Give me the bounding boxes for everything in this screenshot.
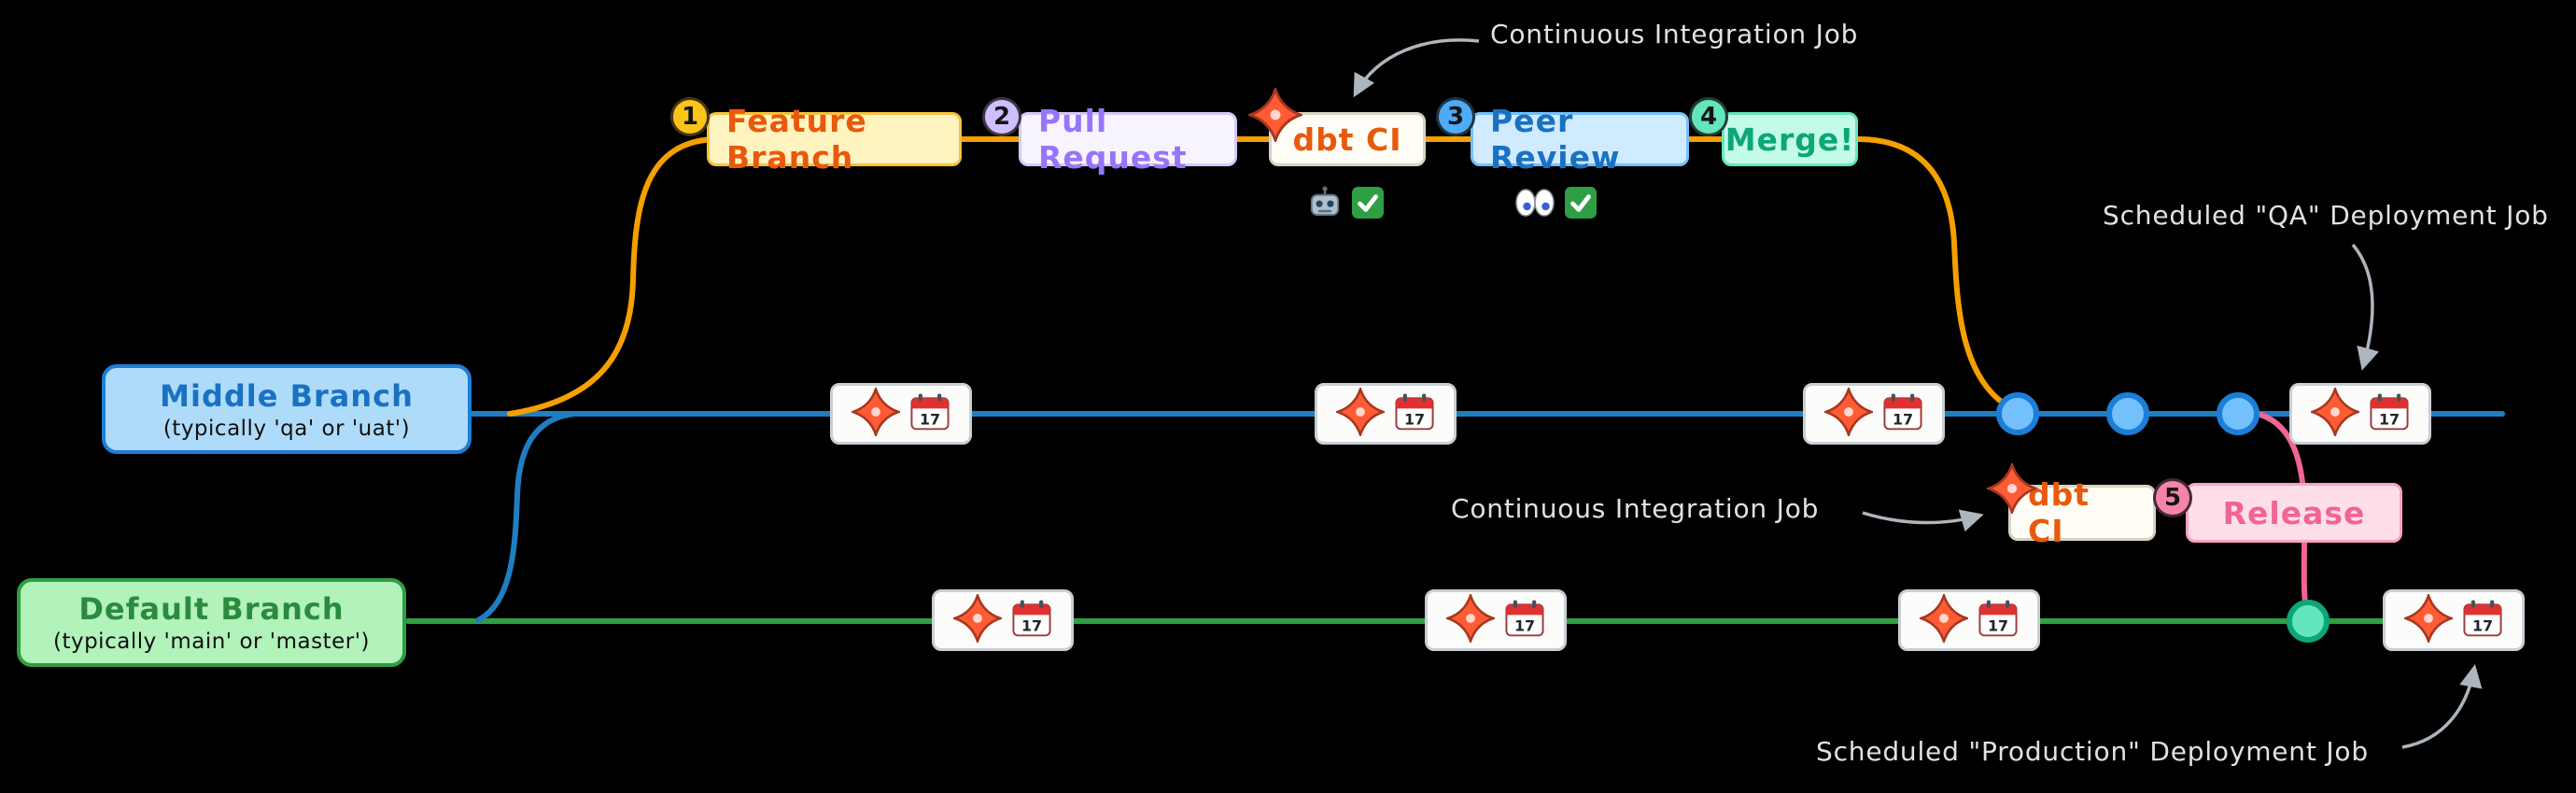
step-box-peer-review: Peer Review — [1471, 103, 1689, 176]
dbt-icon — [1248, 88, 1302, 142]
dbt-icon — [849, 385, 903, 440]
step-box-merge: Merge! — [1722, 112, 1858, 166]
middle-branch-label: Middle Branch (typically 'qa' or 'uat') — [102, 364, 472, 454]
dbt-icon — [1987, 463, 2037, 514]
step-box-pull-request: Pull Request — [1019, 103, 1237, 176]
commit-dot-2 — [2106, 392, 2149, 435]
dbt-icon — [1443, 591, 1498, 646]
step-badge-1: 1 — [670, 97, 710, 136]
step-box-feature-branch: Feature Branch — [707, 103, 962, 176]
step-badge-2: 2 — [982, 97, 1021, 136]
svg-text:17: 17 — [2379, 410, 2400, 428]
check-icon — [1352, 187, 1384, 222]
merge-dot — [2287, 600, 2330, 643]
qa-deploy-annotation: Scheduled "QA" Deployment Job — [2103, 200, 2549, 231]
arrow-to-prod-node — [2401, 664, 2483, 749]
step-badge-5: 5 — [2153, 478, 2192, 517]
dbt-icon — [1917, 591, 1971, 646]
default-branch-label: Default Branch (typically 'main' or 'mas… — [17, 578, 406, 667]
calendar-icon: 17 — [1882, 392, 1923, 435]
ci-box-top: dbt CI — [1269, 112, 1426, 166]
prod-deploy-annotation: Scheduled "Production" Deployment Job — [1816, 736, 2369, 767]
middle-branch-title: Middle Branch — [160, 377, 414, 414]
calendar-icon: 17 — [1394, 392, 1435, 435]
default-branch-title: Default Branch — [78, 591, 345, 627]
commit-dot-1 — [1996, 392, 2039, 435]
ci-box-release: dbt CI — [2008, 476, 2156, 549]
check-icon — [1565, 187, 1597, 222]
step-box-release: Release — [2186, 483, 2402, 543]
eyes-icon — [1514, 188, 1555, 221]
calendar-icon: 17 — [1504, 599, 1545, 642]
scheduled-job-node-middle-1: 17 — [830, 383, 972, 445]
prod-deploy-node: 17 — [2383, 589, 2525, 651]
svg-text:17: 17 — [1514, 616, 1535, 634]
commit-dot-3 — [2217, 392, 2259, 435]
arrow-to-ci-job — [1353, 38, 1480, 98]
calendar-icon: 17 — [909, 392, 950, 435]
qa-deploy-node: 17 — [2289, 383, 2431, 445]
scheduled-job-node-middle-3: 17 — [1803, 383, 1945, 445]
svg-text:17: 17 — [1893, 410, 1913, 428]
calendar-icon: 17 — [1011, 599, 1052, 642]
arrow-to-release-ci — [1862, 509, 1984, 532]
step-badge-4: 4 — [1689, 97, 1728, 136]
calendar-icon: 17 — [1978, 599, 2019, 642]
dbt-icon — [1822, 385, 1876, 440]
scheduled-job-node-middle-2: 17 — [1315, 383, 1457, 445]
review-status-row — [1514, 187, 1597, 222]
step-badge-3: 3 — [1436, 97, 1475, 136]
calendar-icon: 17 — [2462, 599, 2503, 642]
svg-text:17: 17 — [2472, 616, 2493, 634]
arrow-to-qa-node — [2351, 243, 2380, 371]
ci-top-annotation: Continuous Integration Job — [1490, 19, 1859, 50]
feature-branch-line — [507, 136, 2027, 417]
middle-branch-subtitle: (typically 'qa' or 'uat') — [162, 416, 411, 441]
ci-release-annotation: Continuous Integration Job — [1451, 493, 1820, 524]
dbt-icon — [950, 591, 1005, 646]
dbt-icon — [1333, 385, 1387, 440]
dbt-icon — [2401, 591, 2456, 646]
dbt-icon — [2308, 385, 2362, 440]
scheduled-job-node-default-1: 17 — [932, 589, 1074, 651]
svg-text:17: 17 — [920, 410, 940, 428]
scheduled-job-node-default-2: 17 — [1425, 589, 1567, 651]
svg-text:17: 17 — [1404, 410, 1425, 428]
default-branch-subtitle: (typically 'main' or 'master') — [52, 630, 371, 654]
svg-text:17: 17 — [1021, 616, 1042, 634]
robot-icon — [1307, 185, 1343, 224]
ci-status-row — [1307, 185, 1384, 224]
calendar-icon: 17 — [2369, 392, 2410, 435]
scheduled-job-node-default-3: 17 — [1898, 589, 2040, 651]
svg-text:17: 17 — [1988, 616, 2008, 634]
branch-origin-line — [475, 411, 577, 623]
